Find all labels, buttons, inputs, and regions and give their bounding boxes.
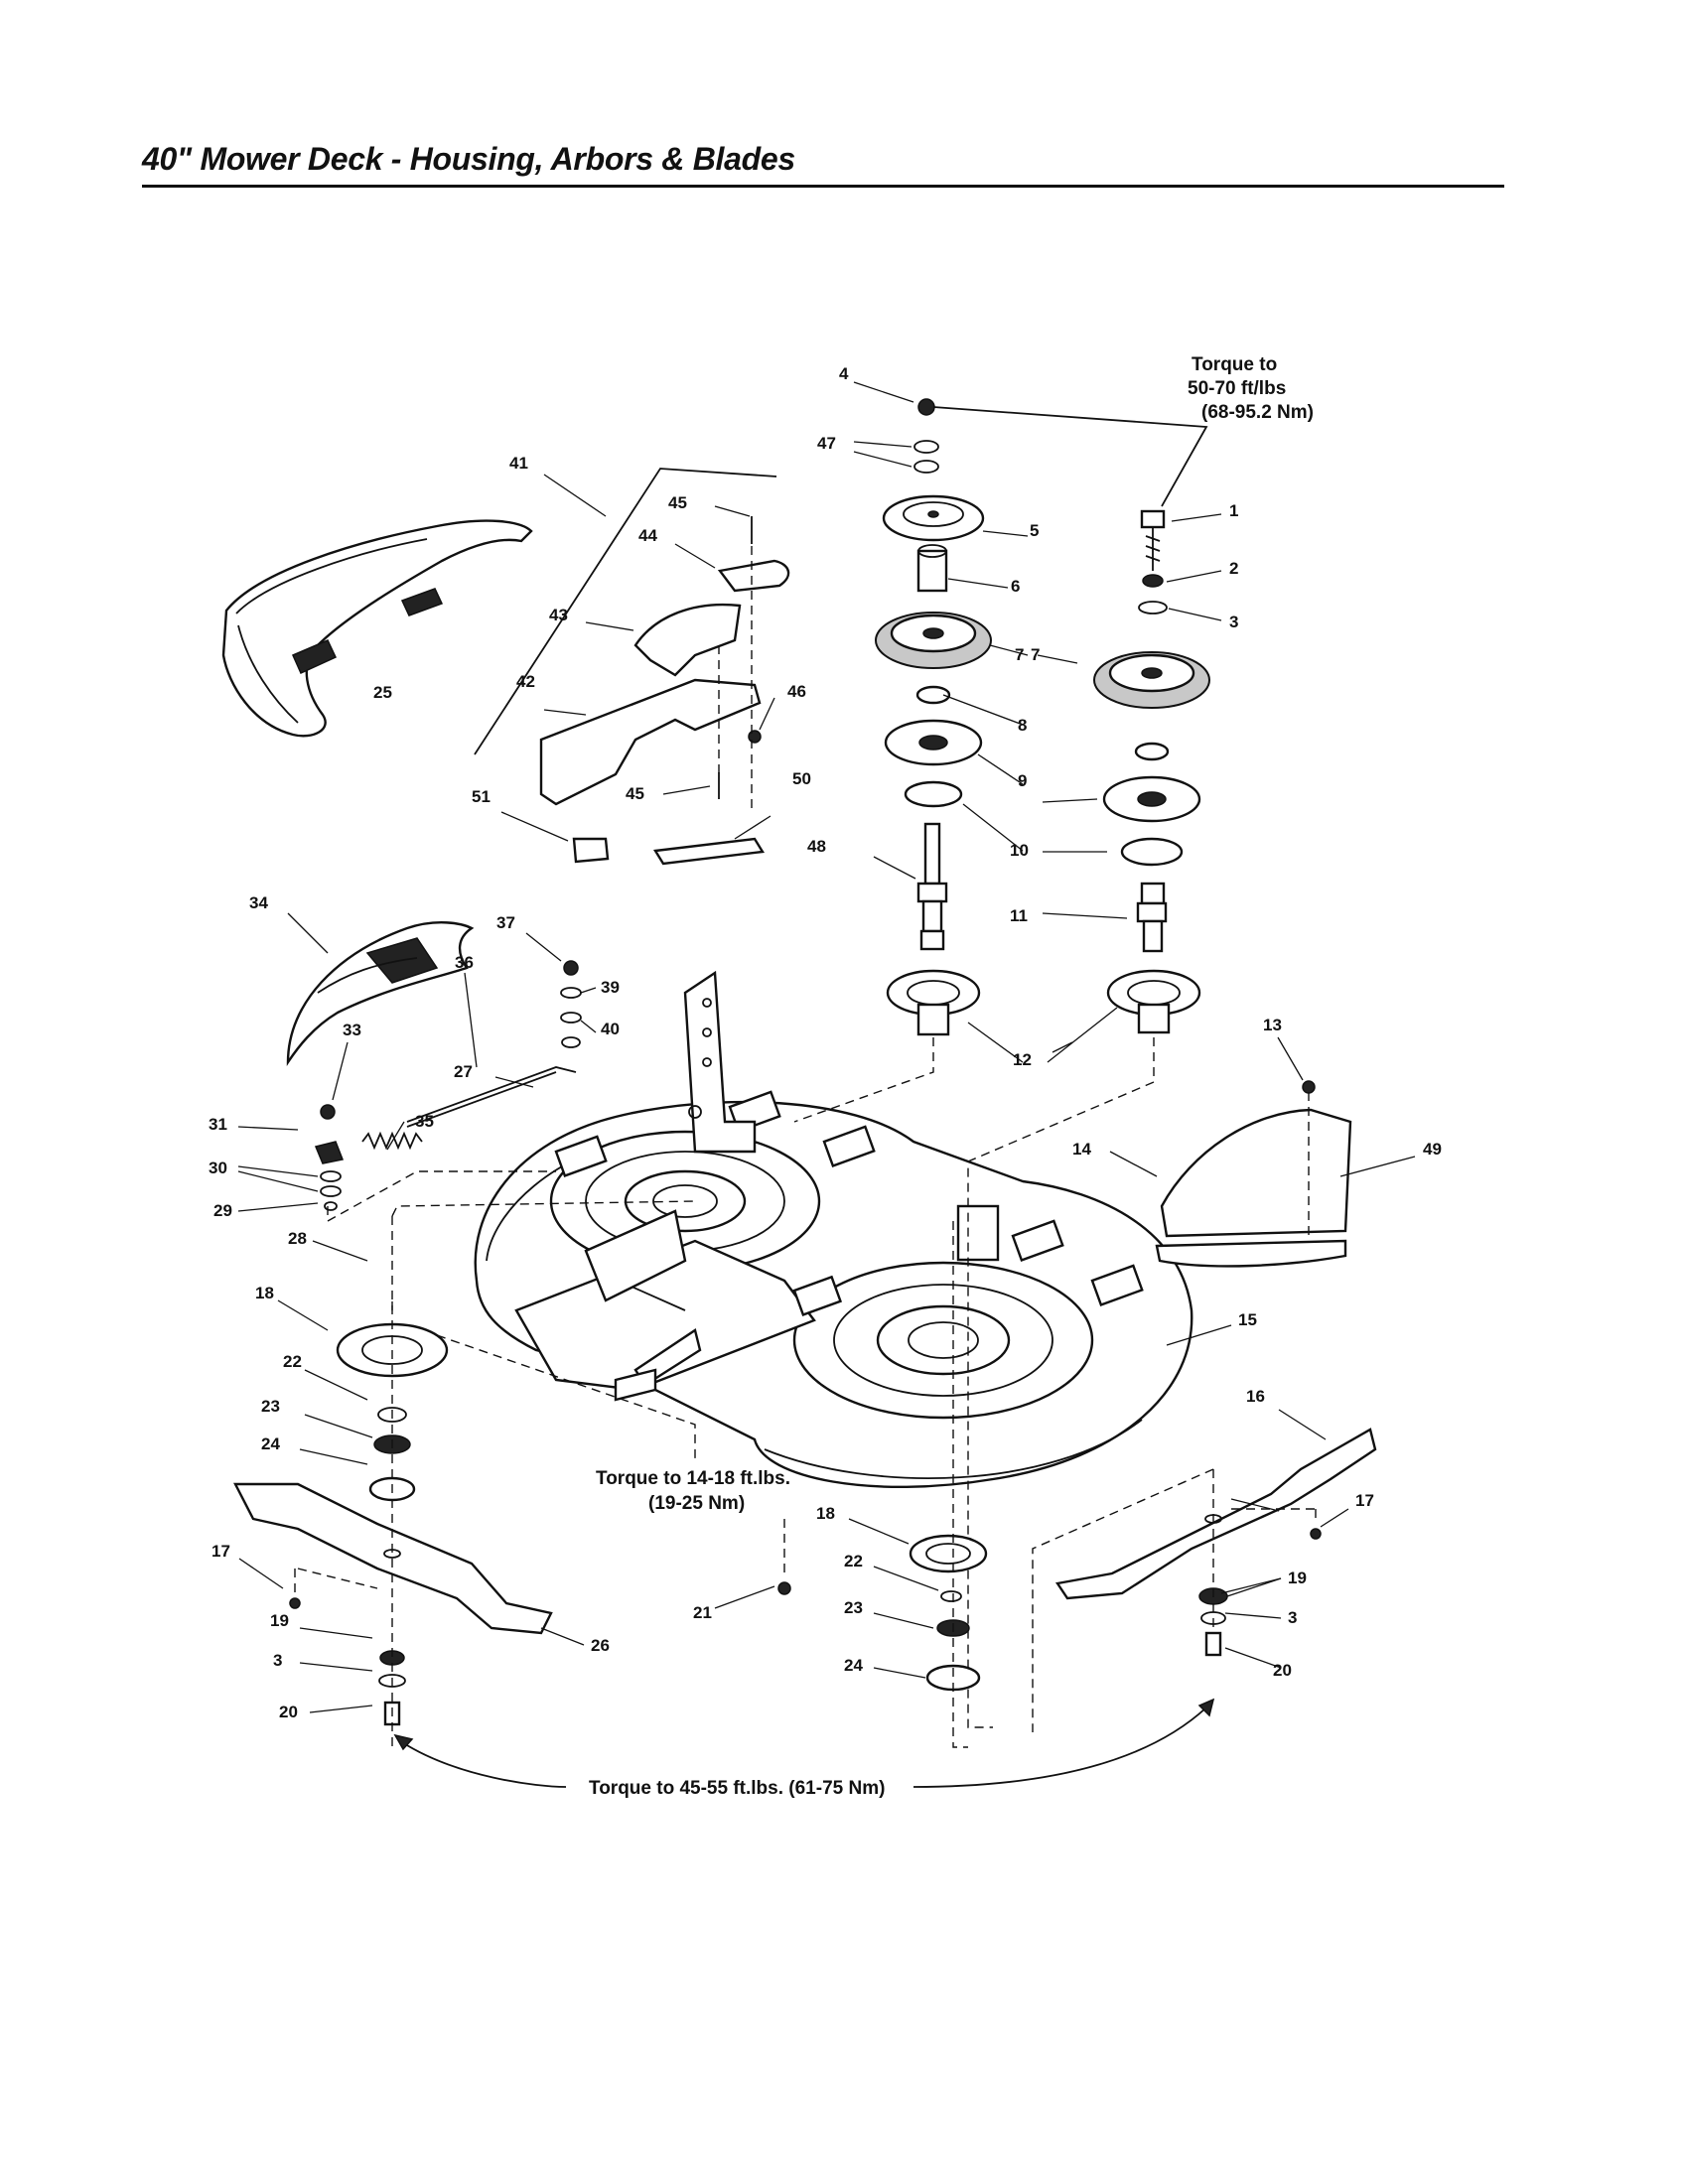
callout-45a: 45: [668, 493, 687, 512]
center-hub: [777, 1221, 988, 1748]
callout-3c: 3: [1288, 1608, 1297, 1627]
torque-arrows: [393, 406, 1215, 1788]
callout-50: 50: [792, 769, 811, 788]
callout-29: 29: [213, 1201, 232, 1220]
mulch-plug: [286, 921, 475, 1066]
callout-12: 12: [1013, 1050, 1032, 1069]
callout-42: 42: [516, 672, 535, 691]
left-spindle-stack: [793, 398, 992, 1123]
callout-27: 27: [454, 1062, 473, 1081]
callout-3a: 3: [1229, 613, 1238, 631]
deck-housing: [474, 970, 1193, 1488]
callout-43: 43: [549, 606, 568, 624]
callout-7b: 7: [1031, 645, 1040, 664]
torque-note-top-line1: Torque to: [1192, 354, 1277, 375]
torque-note-top-line2: 50-70 ft/lbs: [1188, 378, 1286, 399]
callout-6: 6: [1011, 577, 1020, 596]
callout-8: 8: [1018, 716, 1027, 735]
callout-9: 9: [1018, 771, 1027, 790]
callout-39: 39: [601, 978, 620, 997]
callout-21: 21: [693, 1603, 712, 1622]
callout-23b: 23: [844, 1598, 863, 1617]
callout-7a: 7: [1015, 645, 1024, 664]
callout-20b: 20: [1273, 1661, 1292, 1680]
torque-note-mid-line2: (19-25 Nm): [648, 1493, 745, 1514]
title-rule: [142, 185, 1504, 188]
callout-20a: 20: [279, 1703, 298, 1721]
callout-24b: 24: [844, 1656, 863, 1675]
hardware-37-40: [560, 960, 582, 1048]
callout-47: 47: [817, 434, 836, 453]
callout-28: 28: [288, 1229, 307, 1248]
torque-note-bottom: Torque to 45-55 ft.lbs. (61-75 Nm): [589, 1778, 885, 1799]
right-blade-group: [1032, 1428, 1377, 1732]
callout-35: 35: [415, 1112, 434, 1131]
callout-26: 26: [591, 1636, 610, 1655]
callout-45b: 45: [626, 784, 644, 803]
callout-14: 14: [1072, 1140, 1091, 1159]
callout-1: 1: [1229, 501, 1238, 520]
callout-31: 31: [209, 1115, 227, 1134]
callout-46: 46: [787, 682, 806, 701]
torque-note-mid-line1: Torque to 14-18 ft.lbs.: [596, 1468, 790, 1489]
callout-11: 11: [1010, 906, 1028, 925]
leader-lines: [237, 381, 1416, 1713]
callout-25: 25: [373, 683, 392, 702]
callout-3b: 3: [273, 1651, 282, 1670]
callout-49: 49: [1423, 1140, 1442, 1159]
callout-41: 41: [509, 454, 528, 473]
left-blade-group: [233, 1170, 696, 1747]
callout-4: 4: [839, 364, 849, 383]
callout-16: 16: [1246, 1387, 1265, 1406]
callout-30: 30: [209, 1159, 227, 1177]
washers-left: [320, 1170, 342, 1211]
callout-5: 5: [1030, 521, 1039, 540]
callout-labels: 4 47 41 45 44 43 42 46 45 50 51 25 5 6 7…: [209, 364, 1442, 1721]
callout-22b: 22: [844, 1552, 863, 1570]
callout-34: 34: [249, 893, 268, 912]
callout-10: 10: [1010, 841, 1029, 860]
callout-51: 51: [472, 787, 491, 806]
callout-17a: 17: [211, 1542, 230, 1561]
rod-spring: [314, 1066, 577, 1164]
callout-18b: 18: [816, 1504, 835, 1523]
right-spindle-stack: [967, 509, 1210, 1728]
page-title: 40" Mower Deck - Housing, Arbors & Blade…: [142, 141, 795, 177]
callout-44: 44: [638, 526, 657, 545]
callout-48: 48: [807, 837, 826, 856]
callout-24a: 24: [261, 1434, 280, 1453]
callout-36: 36: [455, 953, 474, 972]
callout-22a: 22: [283, 1352, 302, 1371]
callout-13: 13: [1263, 1016, 1282, 1034]
callout-19a: 19: [270, 1611, 289, 1630]
callout-33: 33: [343, 1021, 361, 1039]
callout-17b: 17: [1355, 1491, 1374, 1510]
callout-18a: 18: [255, 1284, 274, 1302]
discharge-chute: [221, 519, 533, 738]
callout-15: 15: [1238, 1310, 1257, 1329]
callout-37: 37: [496, 913, 515, 932]
belt-cover-assembly: [474, 468, 790, 866]
callout-2: 2: [1229, 559, 1238, 578]
callout-40: 40: [601, 1020, 620, 1038]
baffle: [1155, 1080, 1352, 1268]
callout-23a: 23: [261, 1397, 280, 1416]
callout-19b: 19: [1288, 1569, 1307, 1587]
torque-note-top-line3: (68-95.2 Nm): [1201, 402, 1314, 423]
